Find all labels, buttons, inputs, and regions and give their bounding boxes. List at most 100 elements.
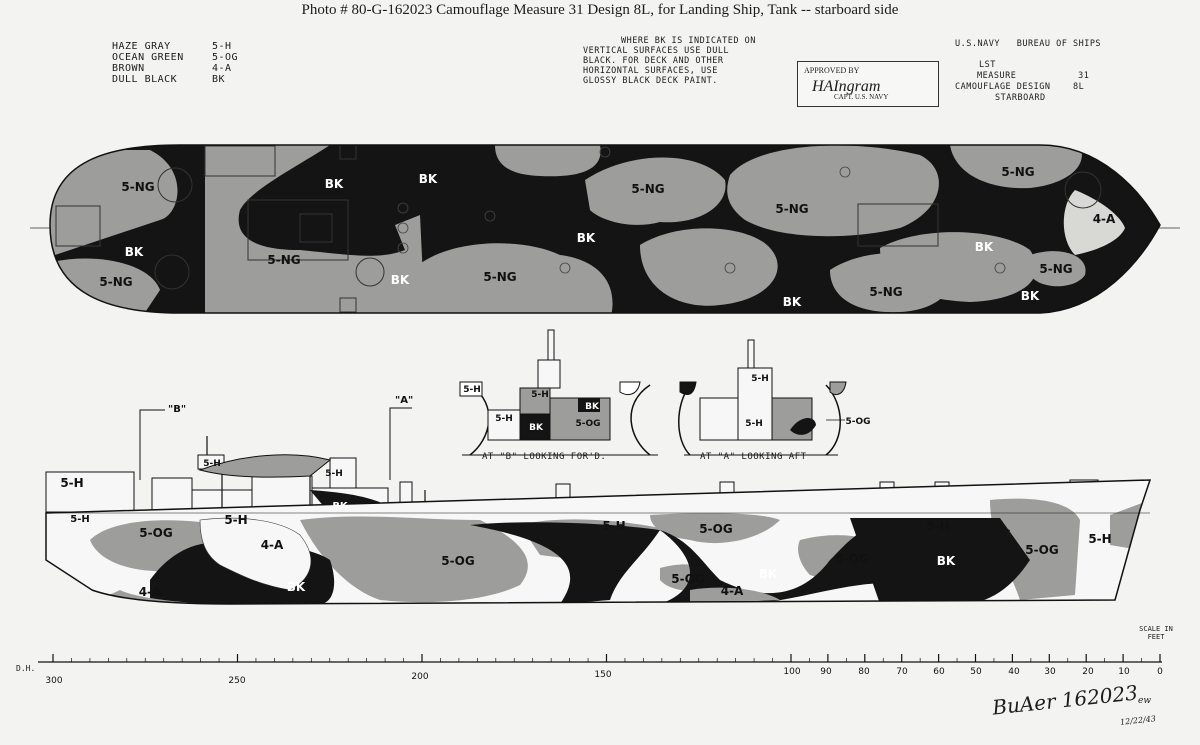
scale-tick-label: 20 [1082,667,1094,677]
side-elevation: 5-H 5-H 5-H 5-H 5-OG 5-H 4-A BK BK 5-OG … [45,436,1152,605]
approval-signature: HAIngram [812,78,881,95]
sheet-initials: ew [1138,696,1152,706]
scale-tick-label: 0 [1157,667,1163,677]
deck-label: BK [125,245,144,259]
side-label: 4-A [139,585,162,599]
side-label: 5-OG [699,522,732,536]
note-line: BLACK. FOR DECK AND OTHER [583,56,724,66]
side-label: 5-H [60,476,83,490]
section-marker-a: "A" [395,395,413,406]
deck-label: 5-NG [483,270,516,284]
deck-label: BK [577,231,596,245]
section-view-forward: 5-H 5-H 5-H BK BK 5-OG [459,329,658,456]
scale-tick-label: 30 [1044,667,1056,677]
dh-label: D.H. [16,664,36,673]
deck-label: 5-NG [99,275,132,289]
bureau-line: STARBOARD [995,93,1046,103]
deck-label: 4-A [1093,212,1116,226]
paint-note: WHERE BK IS INDICATED ON VERTICAL SURFAC… [583,36,756,86]
legend-code: 5-H [212,41,232,52]
deck-label: BK [419,172,438,186]
note-line: HORIZONTAL SURFACES, USE [583,66,718,76]
scale-bar [38,654,1162,663]
section-label: 5-OG [575,419,600,429]
approval-stamp: APPROVED BY HAIngram CAPT. U.S. NAVY [797,61,939,107]
scale-tick-label: 200 [411,672,428,682]
deck-label: BK [325,177,344,191]
section-marker-b: "B" [168,404,186,415]
side-label: 5-H [926,519,949,533]
side-label: 4-A [721,584,744,598]
deck-label: 5-NG [631,182,664,196]
legend-name: BROWN [112,63,145,74]
section-label: 5-H [745,419,763,429]
legend-name: HAZE GRAY [112,41,171,52]
scale-tick-label: 50 [970,667,982,677]
scale-tick-label: 100 [783,667,800,677]
side-label: 5-H [325,469,343,479]
aft-view-caption: AT "A" LOOKING AFT [700,452,807,462]
side-label: 5-OG [1025,543,1058,557]
side-label: 5-H [224,513,247,527]
legend-row: BROWN 4-A [112,63,232,74]
side-label: 5-OG [835,552,868,566]
legend-code: 5-OG [212,52,239,63]
note-line: WHERE BK IS INDICATED ON [621,36,756,46]
legend-code: 4-A [212,63,232,74]
deck-label: 5-NG [121,180,154,194]
deck-label: BK [975,240,994,254]
deck-label: 5-NG [869,285,902,299]
scale-tick-label: 90 [820,667,832,677]
scale-tick-label: 150 [594,670,611,680]
section-label: BK [529,423,544,433]
side-label: 5-H [70,514,89,525]
side-label: BK [759,567,778,581]
deck-label: 5-NG [1039,262,1072,276]
section-markers [139,407,412,480]
bureau-line: CAMOUFLAGE DESIGN 8L [955,82,1085,92]
scale-label: SCALE IN FEET [1139,625,1173,641]
section-label: 5-OG [845,417,870,427]
forward-view-caption: AT "B" LOOKING FOR'D. [482,452,607,462]
section-label: BK [585,402,600,412]
scale-tick-label: 250 [228,676,245,686]
note-line: VERTICAL SURFACES USE DULL [583,46,730,56]
deck-label: BK [391,273,410,287]
hull-outline [45,479,1152,605]
scale-tick-label: 40 [1008,667,1020,677]
section-label: 5-H [531,390,549,400]
deck-label: 5-NG [775,202,808,216]
side-label: 5-H [1088,532,1111,546]
deck-label: 5-NG [1001,165,1034,179]
bureau-header: U.S.NAVY BUREAU OF SHIPS [955,39,1102,49]
approval-label: APPROVED BY [804,66,860,75]
note-line: GLOSSY BLACK DECK PAINT. [583,76,718,86]
bureau-line: MEASURE 31 [977,71,1090,81]
deck-outline [49,144,1161,314]
section-label: 5-H [751,374,769,384]
scale-tick-label: 70 [896,667,908,677]
deck-plan: 5-NG BK BK BK 5-NG 5-NG BK 5-NG BK 5-NG … [30,144,1180,314]
bureau-line: LST [979,60,996,70]
bureau-block: U.S.NAVY BUREAU OF SHIPS LST MEASURE 31 … [955,39,1101,104]
side-label: 5-H [203,459,221,469]
side-label: 5-OG [671,572,704,586]
scale-tick-label: 80 [858,667,870,677]
approval-rank: CAPT. U.S. NAVY [834,93,889,101]
scale-tick-label: 300 [45,676,62,686]
legend-name: DULL BLACK [112,74,178,85]
side-label: BK [937,554,956,568]
side-label: 5-OG [139,526,172,540]
deck-label: BK [1021,289,1040,303]
side-label: 5-OG [441,554,474,568]
scale-tick-label: 60 [933,667,945,677]
scale-labels: 300 250 200 150 100 90 80 70 60 50 40 30… [45,667,1163,686]
scale-tick-label: 10 [1118,667,1130,677]
legend-row: HAZE GRAY 5-H [112,41,232,52]
side-label: BK [287,580,306,594]
photo-caption: Photo # 80-G-162023 Camouflage Measure 3… [301,2,899,18]
